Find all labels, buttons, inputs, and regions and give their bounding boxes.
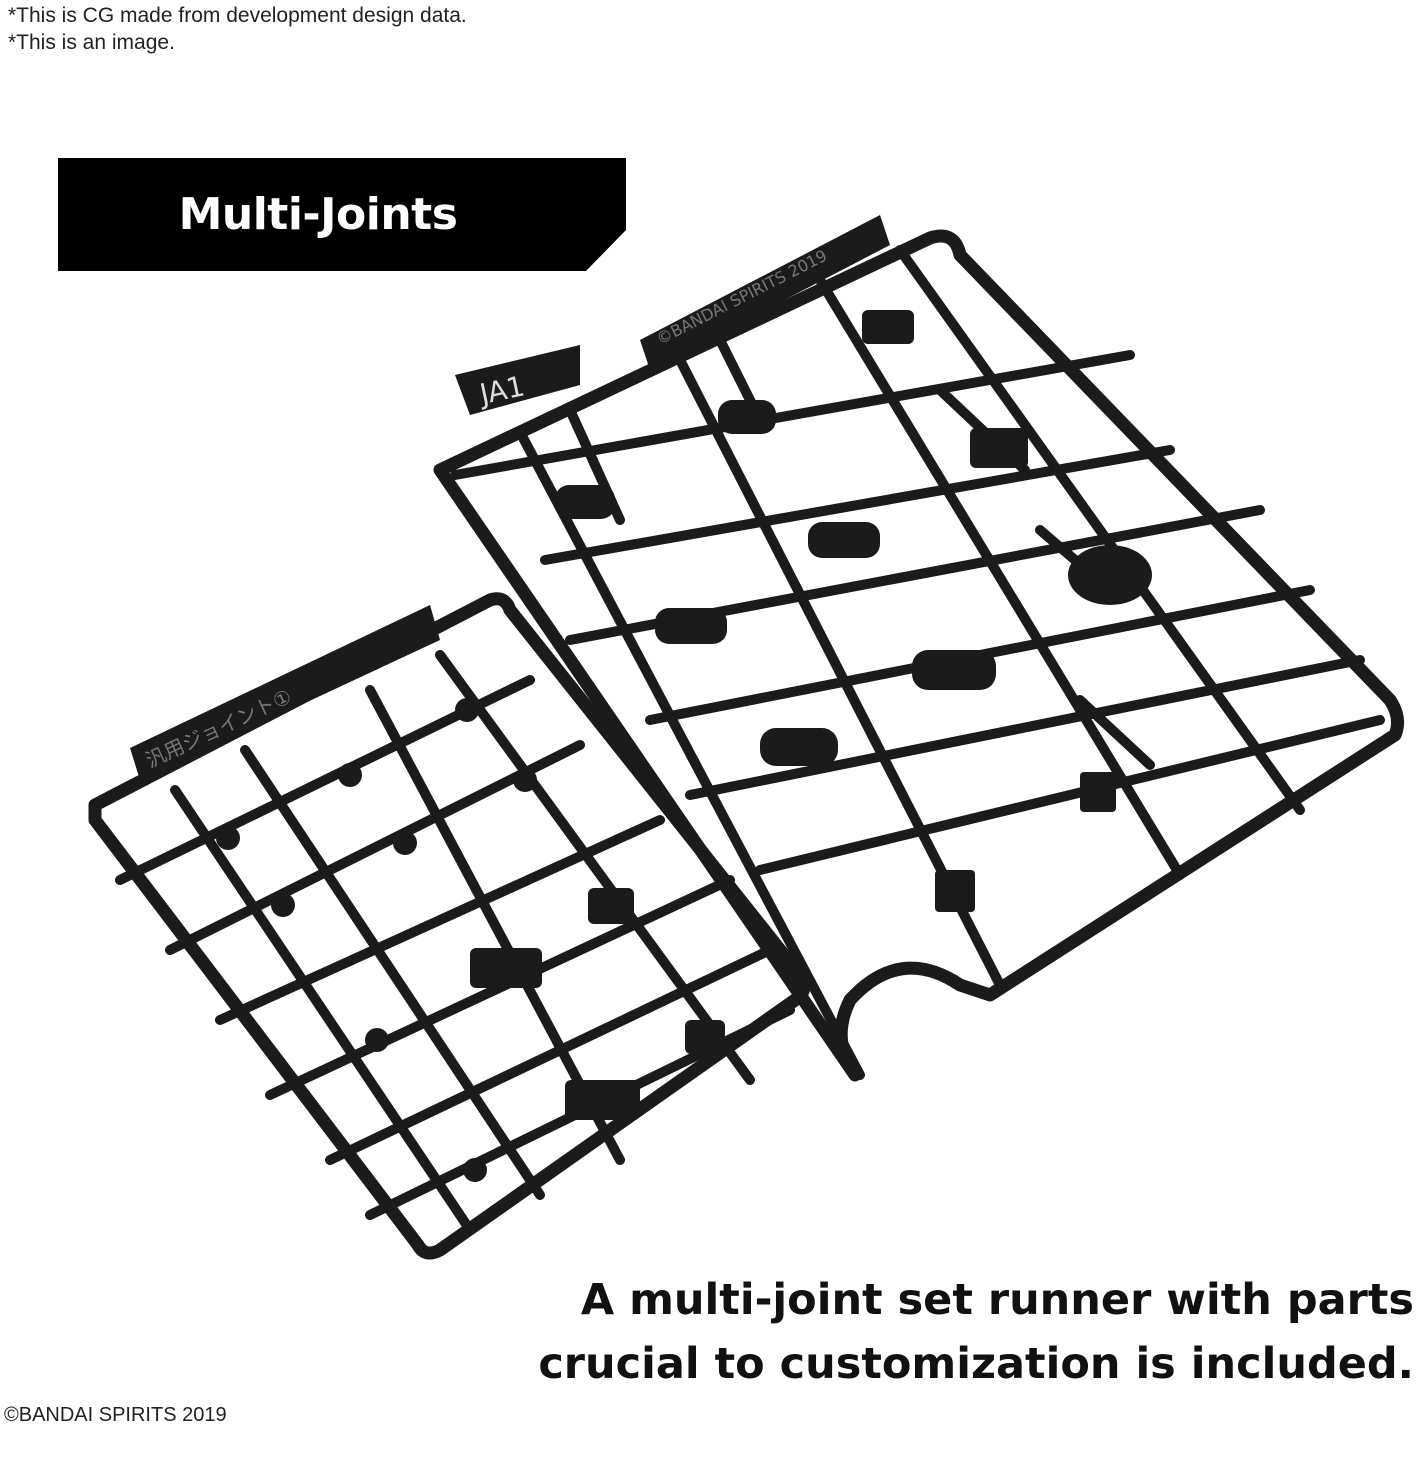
left-runner-nameplate	[130, 605, 440, 780]
runner-parts	[130, 215, 1152, 1182]
disclaimer-note-cg: *This is CG made from development design…	[8, 4, 467, 27]
banner-title: Multi-Joints	[178, 189, 458, 240]
left-runner-nameplate-label: 汎用ジョイント①	[142, 684, 295, 772]
right-runner-frame	[433, 229, 1405, 1082]
right-runner-gates	[515, 245, 1305, 1080]
disclaimer-notes: *This is CG made from development design…	[8, 2, 467, 56]
copyright: ©BANDAI SPIRITS 2019	[4, 1404, 227, 1426]
title-banner: Multi-Joints	[58, 158, 626, 271]
left-runner-frame	[88, 592, 811, 1260]
right-runner-nameplate	[640, 215, 890, 370]
caption: A multi-joint set runner with parts cruc…	[538, 1268, 1414, 1396]
banner-shape	[58, 158, 626, 271]
disclaimer-note-image: *This is an image.	[8, 31, 175, 54]
ja1-tag	[455, 345, 580, 415]
caption-line-1: A multi-joint set runner with parts	[580, 1275, 1414, 1325]
caption-line-2: crucial to customization is included.	[538, 1339, 1414, 1389]
